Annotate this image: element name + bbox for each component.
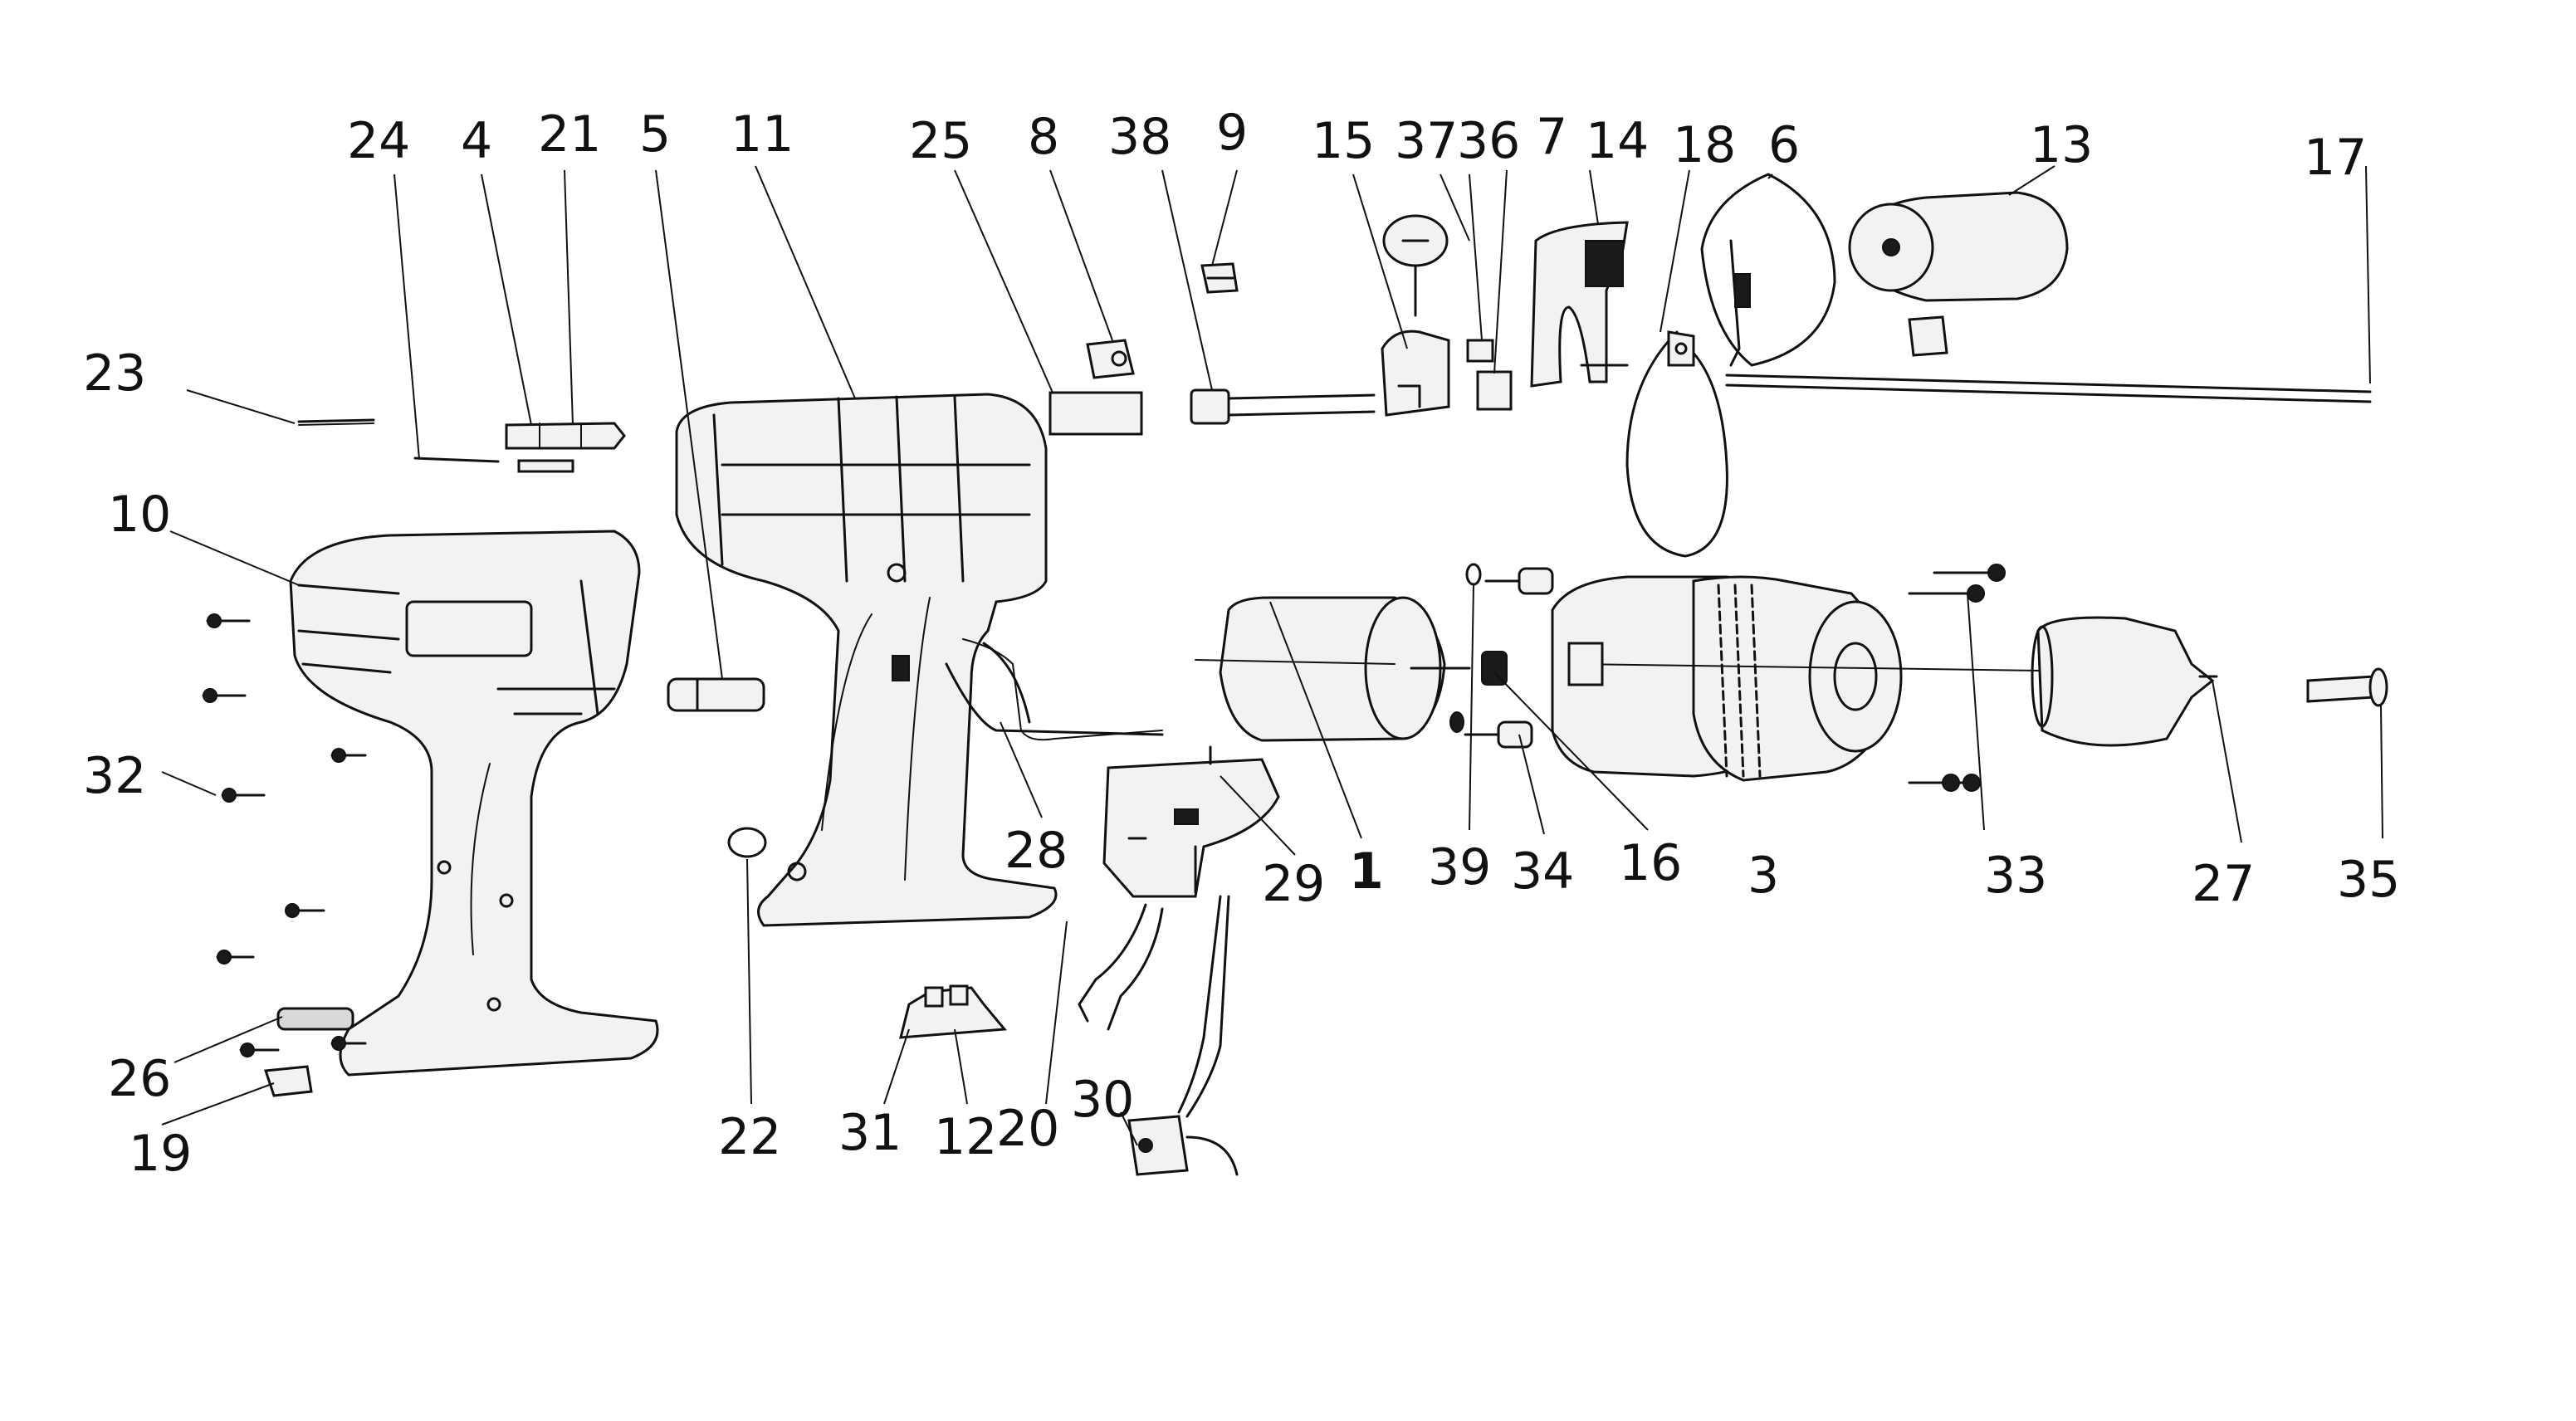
callout-11: 11 (731, 105, 794, 164)
callout-13: 13 (2030, 116, 2093, 174)
callout-22: 22 (718, 1108, 781, 1166)
callout-29: 29 (1262, 855, 1325, 913)
part-17-drawing (1725, 374, 2372, 403)
callout-38: 38 (1108, 108, 1171, 166)
callout-34: 34 (1511, 842, 1574, 901)
part-4-21-drawing (505, 422, 626, 473)
part-39-drawing (1449, 563, 1482, 733)
callout-39: 39 (1428, 838, 1491, 896)
callout-16: 16 (1619, 834, 1682, 892)
part-24-drawing (413, 457, 500, 463)
callout-36: 36 (1457, 112, 1520, 170)
callout-19: 19 (129, 1125, 192, 1183)
callout-4: 4 (461, 112, 492, 170)
callout-32: 32 (83, 747, 146, 805)
callout-17: 17 (2304, 129, 2367, 187)
callout-labels: 24 4 21 5 11 25 8 38 9 15 37 36 7 14 18 … (83, 104, 2400, 1183)
part-34-drawing (1464, 567, 1554, 749)
part-26-drawing (276, 1007, 354, 1031)
part-11-housing-right (675, 393, 1163, 927)
part-13-drawing (1848, 191, 2069, 302)
callout-33: 33 (1984, 847, 2047, 905)
callout-3: 3 (1747, 847, 1779, 905)
callout-27: 27 (2192, 855, 2255, 913)
part-20-drawing (1078, 903, 1164, 1031)
part-35-drawing (2306, 667, 2388, 707)
part-30-drawing (1127, 895, 1239, 1176)
part-9-drawing (1200, 262, 1239, 294)
part-19-drawing (263, 1065, 313, 1097)
callout-5: 5 (639, 105, 671, 164)
part-8-drawing (1086, 339, 1135, 379)
part-33-screws (1908, 564, 2006, 792)
callout-8: 8 (1028, 108, 1059, 166)
callout-30: 30 (1071, 1071, 1134, 1129)
part-1-motor (1195, 596, 1471, 742)
part-16-drawing (1481, 651, 1508, 686)
part-37-drawing (1382, 214, 1449, 317)
callout-20: 20 (996, 1100, 1059, 1158)
callout-26: 26 (108, 1050, 171, 1108)
leader-lines (161, 165, 2383, 1146)
callout-10: 10 (108, 486, 171, 544)
part-15-drawing (1381, 330, 1450, 417)
part-25-drawing (1048, 391, 1143, 436)
callout-31: 31 (838, 1104, 902, 1162)
callout-9: 9 (1216, 104, 1248, 162)
part-3-gearbox (1551, 575, 2159, 782)
callout-15: 15 (1312, 112, 1375, 170)
part-18-drawing (1625, 330, 1728, 558)
part-10-housing-left (289, 530, 659, 1077)
callout-25: 25 (909, 112, 972, 170)
callout-14: 14 (1586, 112, 1649, 170)
part-28-wires (945, 642, 1164, 736)
part-6-drawing (1700, 173, 1836, 367)
callout-1: 1 (1349, 842, 1384, 901)
callout-12: 12 (934, 1108, 997, 1166)
part-38-drawing (1190, 388, 1376, 425)
callout-24: 24 (347, 112, 410, 170)
part-32-screws (202, 613, 367, 1057)
callout-6: 6 (1768, 116, 1800, 174)
part-27-chuck (2031, 616, 2218, 747)
part-5-drawing (667, 677, 765, 712)
part-29-switch (1102, 745, 1280, 898)
part-22-drawing (727, 827, 767, 858)
part-31-12-drawing (899, 984, 1008, 1039)
callout-28: 28 (1004, 822, 1068, 880)
part-23-drawing (297, 418, 375, 426)
part-14-drawing (1530, 221, 1629, 388)
callout-7: 7 (1536, 108, 1567, 166)
part-clip-drawing (1908, 315, 1948, 357)
callout-37: 37 (1395, 112, 1458, 170)
part-36-7-drawing (1466, 339, 1513, 411)
callout-18: 18 (1673, 116, 1736, 174)
callout-21: 21 (538, 105, 601, 164)
callout-35: 35 (2337, 851, 2400, 909)
callout-23: 23 (83, 344, 146, 403)
